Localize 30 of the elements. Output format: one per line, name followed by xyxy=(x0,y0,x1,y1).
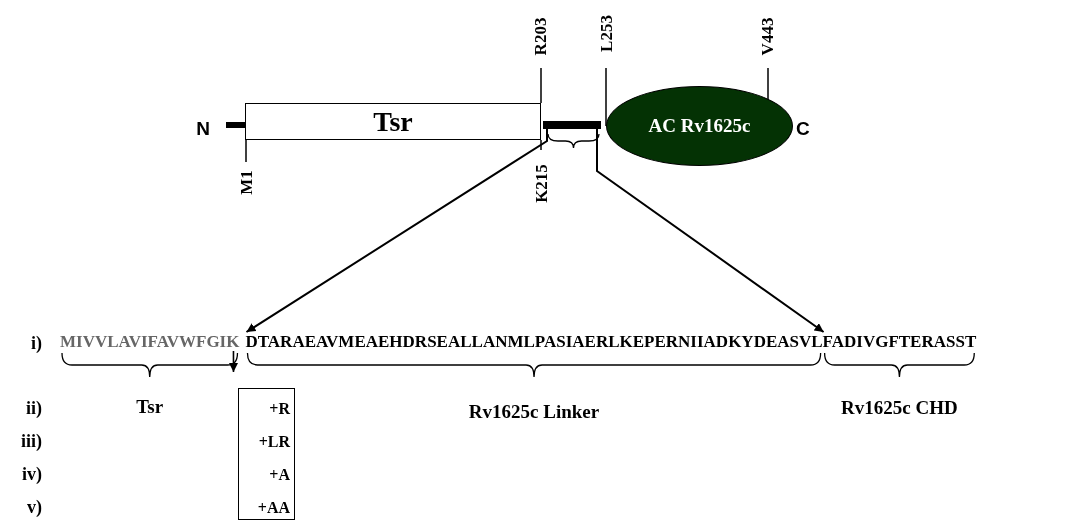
insertion-box xyxy=(238,388,295,520)
insertion-text: +R xyxy=(269,401,290,417)
arrow xyxy=(245,128,548,333)
row-number: ii) xyxy=(26,399,42,417)
terminus-label: C xyxy=(796,118,810,138)
insertion-text: +A xyxy=(269,467,290,483)
domain-box xyxy=(245,103,541,140)
row-number: iii) xyxy=(21,432,42,450)
arrow xyxy=(596,128,825,333)
region-label: Rv1625c CHD xyxy=(841,398,958,417)
sequence-text: MIVVLAVIFAVWFGIK xyxy=(60,333,240,350)
insertion-text: +LR xyxy=(258,434,290,450)
insertion-text: +AA xyxy=(257,500,290,516)
row-number: v) xyxy=(27,498,42,516)
residue-label: R203 xyxy=(532,17,550,55)
sequence-text: FADIVGFTERASST xyxy=(822,333,977,350)
row-number: i) xyxy=(31,334,42,352)
arrow xyxy=(228,350,238,373)
linker-bar xyxy=(543,121,601,129)
residue-label: K215 xyxy=(532,163,550,203)
residue-label: V443 xyxy=(759,17,777,55)
terminus-label: N xyxy=(196,118,210,138)
domain-label: Tsr xyxy=(373,105,413,138)
row-number: iv) xyxy=(22,465,42,483)
sequence-text: DTARAEAVMEAEHDRSEALLANMLPASIAERLKEPERNIIADKYDEASVL xyxy=(245,333,823,350)
region-label: Rv1625c Linker xyxy=(468,402,600,421)
domain-label: AC Rv1625c xyxy=(648,115,751,137)
residue-label: L253 xyxy=(597,14,615,52)
residue-label: M1 xyxy=(237,169,255,195)
region-label: Tsr xyxy=(136,397,164,416)
